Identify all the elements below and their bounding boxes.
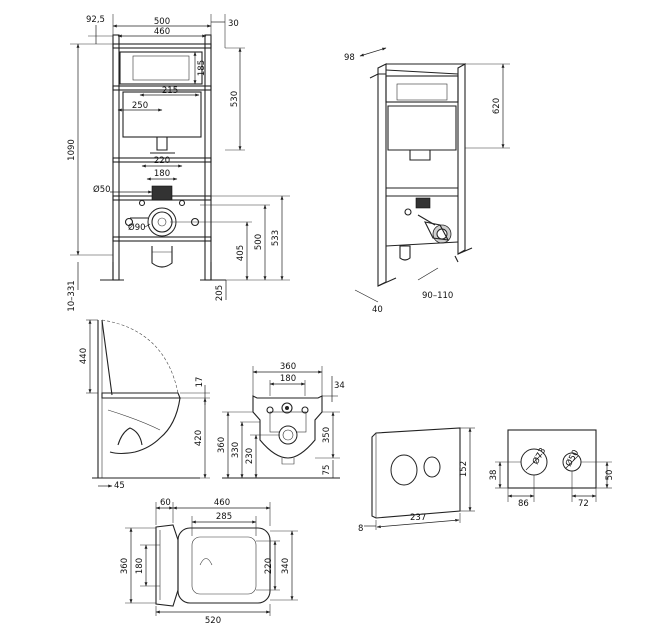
dim-92-5: 92,5 [86, 15, 105, 25]
iso-right-post [457, 63, 466, 255]
dim-180-top: 180 [135, 558, 145, 574]
rear-outline [252, 395, 323, 459]
dim-360-width: 360 [280, 362, 296, 372]
button-detail-view: Ø73 Ø50 86 72 38 50 [489, 429, 615, 509]
big-flush-button [390, 454, 418, 486]
dim-90-110: 90–110 [422, 291, 453, 301]
dim-d90: Ø90 [128, 222, 146, 233]
dim-520: 520 [205, 616, 221, 626]
rim [101, 392, 181, 399]
dim-620: 620 [492, 98, 502, 114]
dim-220: 220 [154, 156, 170, 166]
dim-50-detail: 50 [605, 470, 615, 481]
dim-460-top: 460 [214, 498, 230, 508]
dim-17: 17 [195, 377, 205, 388]
bowl-side-view: 440 17 420 45 [79, 319, 210, 491]
dim-180-rear: 180 [280, 374, 296, 384]
iso-left-post [377, 63, 387, 287]
dim-98: 98 [344, 53, 355, 63]
dim-d50: Ø50 [93, 184, 111, 195]
bowl-top-outline [177, 527, 271, 604]
dim-45: 45 [114, 481, 125, 491]
frame-iso-view: 98 620 40 90–110 [344, 47, 510, 315]
dim-440: 440 [79, 348, 89, 364]
dim-533: 533 [271, 230, 281, 246]
dim-360-top: 360 [120, 558, 130, 574]
dim-340: 340 [281, 558, 291, 574]
button-detail-plate [507, 429, 597, 489]
dim-40: 40 [372, 305, 383, 315]
dim-250: 250 [132, 101, 148, 111]
bowl-opening [191, 536, 257, 595]
dim-460: 460 [154, 27, 170, 37]
dim-330: 330 [231, 442, 241, 458]
dim-220-top: 220 [264, 558, 274, 574]
dim-420: 420 [194, 430, 204, 446]
frame-front-view: 500 460 30 530 185 215 250 220 180 Ø50 Ø… [67, 14, 290, 312]
small-flush-button [423, 456, 441, 478]
dim-285: 285 [216, 512, 232, 522]
lid-arc [101, 319, 179, 394]
dim-180: 180 [154, 169, 170, 179]
iso-cistern [387, 105, 457, 151]
water-inlet-fitting [151, 185, 173, 201]
dim-38: 38 [489, 470, 499, 481]
bowl-rear-view: 360 180 34 360 330 230 350 75 [217, 362, 345, 479]
dim-10-331: 10–331 [67, 280, 77, 311]
cistern [122, 91, 202, 138]
button-plate-view: 152 237 8 [358, 427, 475, 534]
dim-360-height: 360 [217, 437, 227, 453]
dim-500-height: 500 [254, 234, 264, 250]
dim-500: 500 [154, 17, 170, 27]
dim-530: 530 [230, 91, 240, 107]
bowl-outline [102, 397, 181, 455]
dim-205: 205 [215, 285, 225, 301]
dim-215: 215 [162, 86, 178, 96]
flush-panel-opening [119, 51, 203, 85]
dim-237: 237 [410, 513, 426, 523]
dim-30: 30 [228, 19, 239, 29]
dim-60: 60 [160, 498, 171, 508]
dim-34: 34 [334, 381, 345, 391]
bowl-rear-block [155, 524, 179, 607]
bowl-top-view: 60 460 285 360 180 220 340 520 [120, 498, 298, 626]
dim-350: 350 [322, 427, 332, 443]
dim-185: 185 [197, 60, 207, 76]
dim-8: 8 [358, 524, 363, 534]
dim-405: 405 [236, 245, 246, 261]
dim-230: 230 [245, 448, 255, 464]
dim-1090: 1090 [67, 139, 77, 161]
dim-72: 72 [578, 499, 589, 509]
dim-75: 75 [322, 465, 332, 476]
dim-152: 152 [459, 461, 469, 477]
dim-86: 86 [518, 499, 529, 509]
